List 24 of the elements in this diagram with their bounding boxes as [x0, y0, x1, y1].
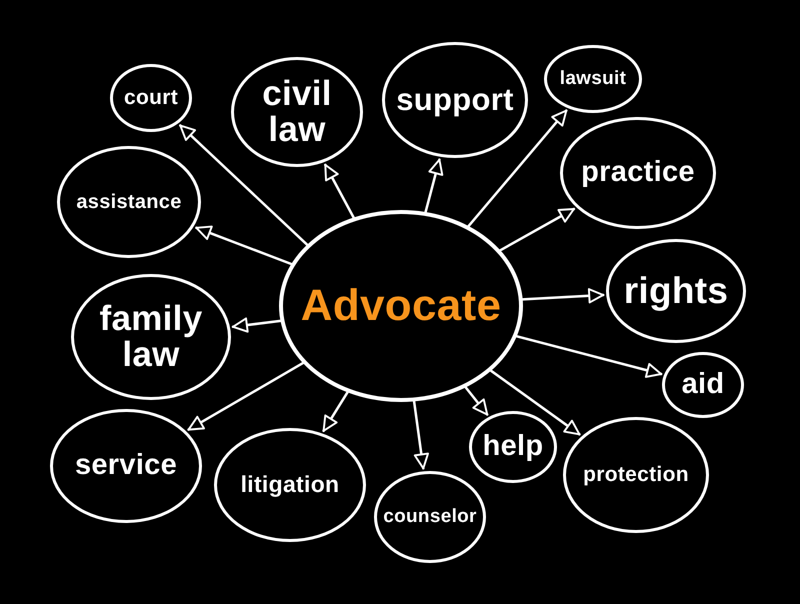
- topic-label: lawsuit: [560, 69, 626, 89]
- topic-label: support: [396, 84, 514, 116]
- topic-label: rights: [624, 272, 728, 310]
- arrow: [324, 164, 355, 219]
- topic-label: civil law: [261, 76, 333, 148]
- topic-label: protection: [583, 464, 689, 486]
- arrow: [521, 288, 604, 304]
- arrow: [467, 109, 568, 228]
- topic-label: practice: [581, 158, 695, 188]
- topic-label: service: [74, 451, 178, 481]
- topic-label: aid: [682, 370, 724, 400]
- arrow: [516, 335, 662, 378]
- arrow: [322, 391, 349, 432]
- arrow: [412, 400, 429, 470]
- topic-label: help: [482, 432, 544, 462]
- arrow: [490, 370, 581, 436]
- topic-label: counselor: [383, 507, 477, 527]
- arrow: [232, 317, 282, 333]
- topic-label: family law: [98, 301, 204, 373]
- topic-label: litigation: [240, 473, 340, 497]
- topic-label: court: [124, 87, 178, 109]
- arrow: [464, 386, 488, 416]
- topic-label: assistance: [76, 192, 182, 212]
- topic-label: Advocate: [300, 284, 502, 328]
